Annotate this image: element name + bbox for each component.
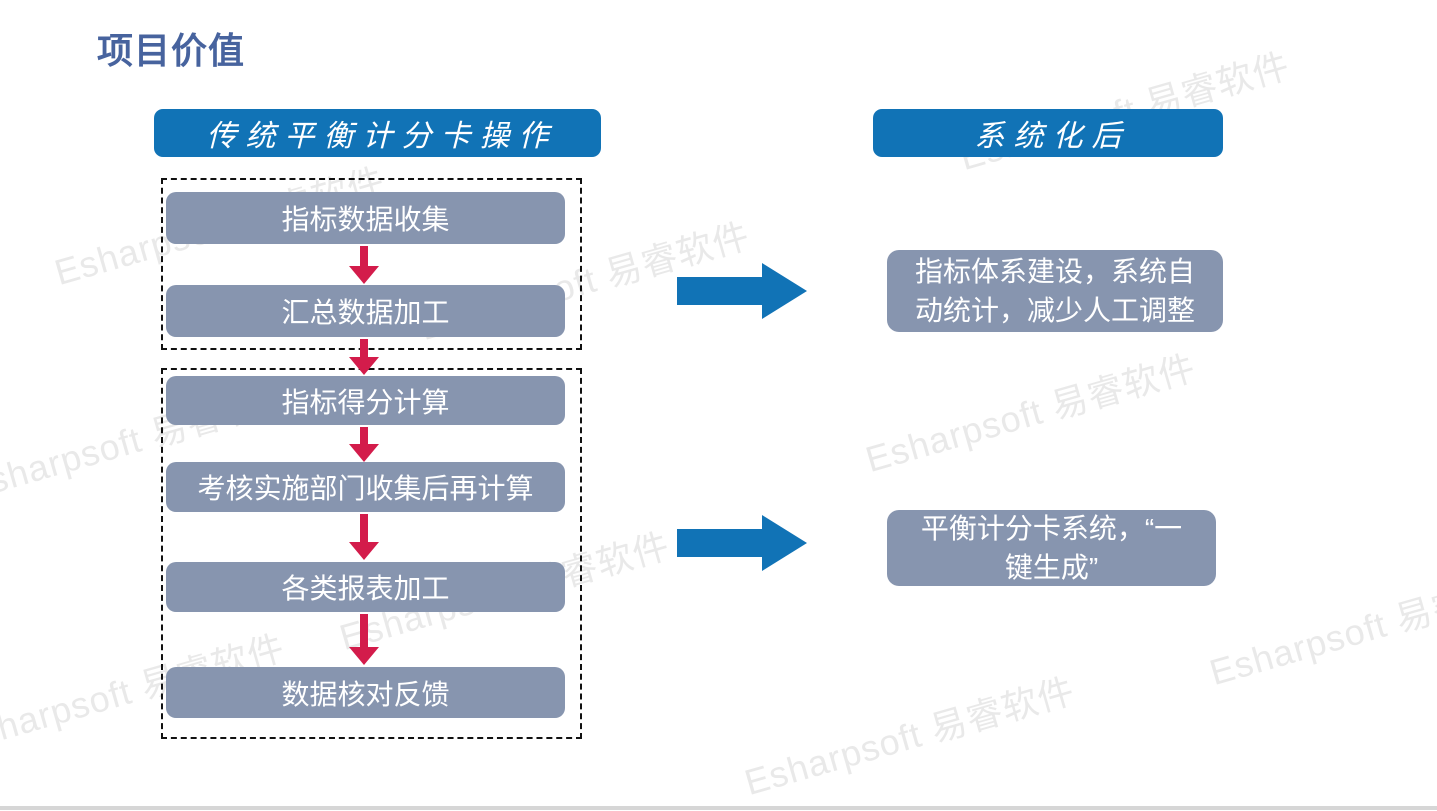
bottom-divider (0, 806, 1437, 810)
flow-step-label: 各类报表加工 (281, 573, 450, 604)
header-systemized: 系统化后 (873, 109, 1223, 157)
flow-step-label: 考核实施部门收集后再计算 (197, 473, 534, 504)
right-arrow-icon (677, 263, 807, 319)
down-arrow-icon (349, 514, 379, 560)
down-arrow-icon (349, 246, 379, 284)
result-box-indicator-system: 指标体系建设，系统自 动统计，减少人工调整 (887, 250, 1223, 332)
header-traditional: 传统平衡计分卡操作 (154, 109, 601, 157)
flow-step-label: 指标数据收集 (281, 204, 450, 235)
flow-step-label: 汇总数据加工 (281, 297, 450, 328)
result-line: 平衡计分卡系统，“一 (920, 513, 1183, 544)
flow-step-box: 汇总数据加工 (166, 285, 565, 337)
watermark: Esharpsoft 易睿软件 (1205, 559, 1437, 694)
down-arrow-icon (349, 339, 379, 375)
flow-step-label: 指标得分计算 (281, 386, 450, 418)
group-1-frame (161, 178, 582, 350)
down-arrow-icon (349, 614, 379, 665)
result-line: 动统计，减少人工调整 (914, 295, 1195, 326)
flow-step-box: 指标数据收集 (166, 192, 565, 244)
result-line: 键生成” (1004, 552, 1099, 583)
result-box-one-click: 平衡计分卡系统，“一 键生成” (887, 510, 1216, 586)
flow-step-box: 数据核对反馈 (166, 667, 565, 718)
group-2-frame (161, 368, 582, 739)
right-arrow-icon (677, 515, 807, 571)
flow-step-label: 数据核对反馈 (281, 678, 450, 710)
result-line: 指标体系建设，系统自 (914, 256, 1195, 287)
watermark: Esharpsoft 易睿软件 (740, 669, 1080, 804)
down-arrow-icon (349, 427, 379, 462)
flow-step-box: 指标得分计算 (166, 376, 565, 425)
flow-step-box: 各类报表加工 (166, 562, 565, 612)
page-title: 项目价值 (97, 30, 246, 71)
flow-step-box: 考核实施部门收集后再计算 (166, 462, 565, 512)
watermark: Esharpsoft 易睿软件 (861, 346, 1201, 481)
